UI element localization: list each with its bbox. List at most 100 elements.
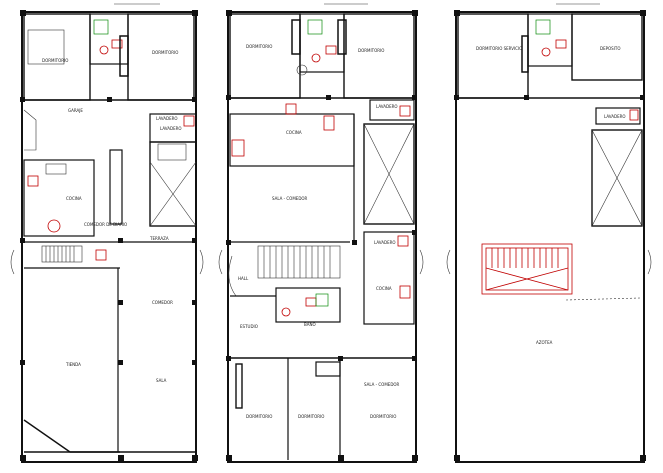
floor-plan-1: DORMITORIO DORMITORIO GARAJE LAVADERO CO… — [10, 3, 204, 463]
plan-2-laundry-b-sink — [397, 235, 409, 247]
plan-3-label-azotea: AZOTEA — [536, 340, 553, 345]
plan-3-label-lavadero: LAVADERO — [604, 114, 626, 119]
plan-3-stair-block — [481, 243, 573, 295]
plan-2-spiral — [296, 64, 308, 76]
plan-1-label-terraza: TERRAZA — [149, 236, 169, 241]
plan-1-toilet — [99, 45, 109, 55]
plan-2-toilet — [311, 53, 321, 63]
plan-3-toilet — [541, 47, 551, 57]
plan-3-outer-wall — [455, 11, 645, 463]
plan-3-stair-inner — [485, 247, 569, 291]
plan-2-label-cocina: COCINA — [286, 130, 302, 135]
plan-1-label-comedor: COMEDOR — [152, 300, 173, 305]
plan-3-laundry-sink — [629, 109, 639, 121]
plan-1-stair-landing — [157, 143, 187, 161]
plan-1-bed — [27, 29, 65, 65]
plan-3-shower — [535, 19, 551, 35]
plan-1-outer-wall — [21, 11, 197, 463]
plan-3-break-line-right — [647, 249, 652, 275]
plan-1-label-garaje: GARAJE — [68, 108, 83, 113]
plan-2-laundry — [369, 99, 415, 121]
plan-2-outer-wall — [227, 11, 417, 463]
plan-2-void-x2 — [363, 123, 415, 225]
plan-1-label-lavadero: LAVADERO — [156, 116, 178, 121]
plan-2-shower — [307, 19, 323, 35]
plan-3-sink — [555, 39, 567, 49]
plan-2-label-dormitorio-c: DORMITORIO — [246, 414, 272, 419]
plan-2-label-lavadero: LAVADERO — [376, 104, 398, 109]
plan-2-break-line — [218, 249, 223, 275]
plan-2-hall-curve — [228, 255, 237, 297]
plan-1-garage-ramp — [23, 109, 37, 151]
plan-2-closet — [315, 361, 341, 377]
plan-2-label-sala-comedor: SALA - COMEDOR — [272, 196, 308, 201]
plan-1-bedroom-b — [127, 13, 195, 101]
plan-1-bay-wall — [23, 419, 120, 453]
plan-2-label-hall: HALL — [238, 276, 249, 281]
plan-3-void-x2 — [591, 129, 643, 227]
plan-1-sink — [111, 39, 123, 49]
plan-2-bedroom-a — [229, 13, 301, 99]
plan-3-dashed-line — [565, 297, 641, 301]
plan-2-bath-b — [275, 287, 341, 323]
plan-1-wardrobe — [119, 35, 129, 77]
plan-2-label-dormitorio-a: DORMITORIO — [246, 44, 272, 49]
plan-2-stove — [285, 103, 297, 115]
plan-2-break-line-right — [419, 249, 424, 275]
plan-1-break-line-right — [199, 249, 204, 275]
plan-1-counter — [45, 163, 67, 175]
plan-2-label-estudio: ESTUDIO — [240, 324, 258, 329]
plan-1-sink-b — [95, 249, 107, 261]
plan-1-wall-v1 — [109, 149, 123, 225]
plan-3-laundry — [595, 107, 641, 125]
plan-3-break-line — [446, 249, 451, 275]
plan-2-wardrobe-b — [337, 19, 347, 55]
plan-2-laundry-sink — [399, 105, 411, 117]
plan-1-bath — [89, 13, 129, 65]
plan-1-stair-void — [149, 141, 197, 227]
plan-1-label-tienda: TIENDA — [65, 362, 81, 367]
plan-2-sink — [325, 45, 337, 55]
plan-1-label-dormitorio-b: DORMITORIO — [152, 50, 178, 55]
plan-3-wardrobe — [521, 35, 529, 73]
plan-2-bedroom-b — [343, 13, 415, 99]
floor-plan-3: DORMITORIO SERVICIO DEPOSITO LAVADERO AZ… — [446, 3, 652, 463]
plan-1-kitchen — [23, 159, 95, 237]
plan-2-kitchen-b — [363, 231, 415, 325]
plan-2-stair — [257, 245, 341, 279]
plan-2-void — [363, 123, 415, 225]
plan-2-stove-b — [399, 285, 411, 299]
plan-3-label-dormitorio-servicio: DORMITORIO SERVICIO — [476, 46, 522, 51]
plan-1-label-lavadero-b: LAVADERO — [160, 126, 182, 131]
plan-1-void-x2 — [149, 161, 197, 227]
plan-1-shower — [93, 19, 109, 35]
plan-3-label-deposito: DEPOSITO — [600, 46, 620, 51]
plan-3-service-room — [457, 13, 529, 99]
plan-2-wardrobe-a — [291, 19, 301, 55]
plan-2-label-dormitorio-b: DORMITORIO — [358, 48, 384, 53]
plan-2-label-cocina-b: COCINA — [376, 286, 392, 291]
plan-1-laundry-sink — [183, 115, 195, 127]
plan-1-dining-table — [47, 219, 61, 233]
plan-1-label-comedor-diario: COMEDOR DE DIARIO — [84, 222, 127, 227]
plan-1-break-line — [10, 249, 15, 275]
plan-1-bedroom-a — [23, 13, 91, 101]
plan-3-void — [591, 129, 643, 227]
plan-2-fridge — [231, 139, 245, 157]
plan-2-kitchen — [229, 113, 355, 167]
plan-1-label-cocina: COCINA — [66, 196, 82, 201]
plan-2-shower-b — [315, 293, 329, 307]
plan-2-sink-k — [323, 115, 335, 131]
plan-1-label-sala: SALA — [156, 378, 167, 383]
floor-plan-2: DORMITORIO DORMITORIO LAVADERO COCINA SA… — [218, 3, 424, 463]
plan-2-label-dormitorio-d: DORMITORIO — [298, 414, 324, 419]
plan-2-label-dormitorio-e: DORMITORIO — [370, 414, 396, 419]
plan-2-wardrobe-c — [235, 363, 243, 409]
plan-2-sink-b — [305, 297, 317, 307]
plan-2-label-lavadero-b: LAVADERO — [374, 240, 396, 245]
plan-2-label-sala-comedor-b: SALA - COMEDOR — [364, 382, 400, 387]
plan-1-label-dormitorio-a: DORMITORIO — [42, 58, 68, 63]
plan-2-label-bano: BAÑO — [304, 322, 316, 327]
plan-1-stove — [27, 175, 39, 187]
